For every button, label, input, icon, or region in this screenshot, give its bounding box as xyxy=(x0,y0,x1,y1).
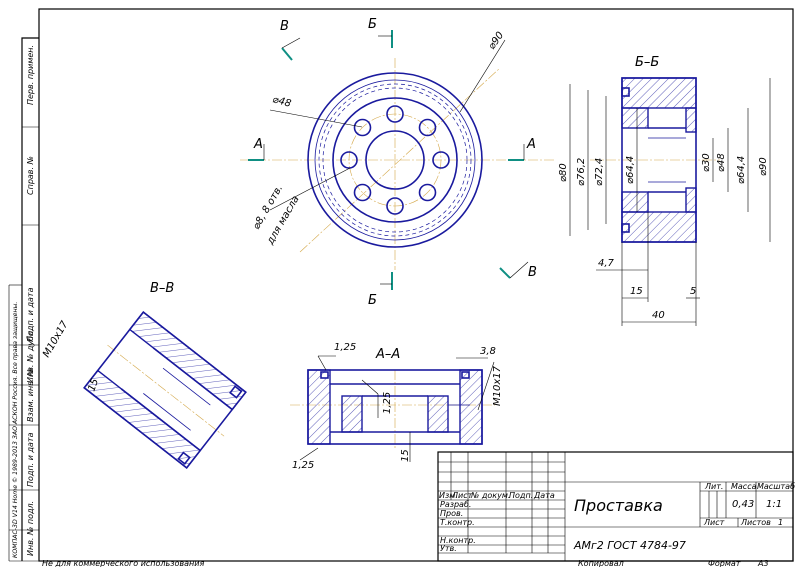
section-aa xyxy=(290,355,495,462)
cut-marks xyxy=(248,30,529,290)
tb-material: АМг2 ГОСТ 4784-97 xyxy=(573,539,686,552)
inv-dubl-label: Инв. № дубл. xyxy=(26,328,35,383)
bb-d90-label: ⌀90 xyxy=(758,157,769,176)
tb-row-nkontr: Н.контр. xyxy=(440,536,476,545)
bb-4-7-label: 4,7 xyxy=(598,258,615,269)
section-aa-title: А–А xyxy=(375,347,400,362)
sprav-no-label: Справ. № xyxy=(26,156,35,195)
aa-125-bottom-label: 1,25 xyxy=(292,460,314,471)
inv-podl-label: Инв. № подл. xyxy=(26,501,35,556)
tb-title: Проставка xyxy=(574,496,663,515)
front-view xyxy=(240,39,555,270)
front-d48-label: ⌀48 xyxy=(271,94,292,109)
bb-d76-label: ⌀76,2 xyxy=(576,158,587,186)
footer-noncommercial: Не для коммерческого использования xyxy=(42,559,204,567)
aa-125-top-label: 1,25 xyxy=(334,342,356,353)
bb-15-label: 15 xyxy=(630,286,643,297)
tb-lit-header: Лит. xyxy=(704,482,723,491)
tb-col-izm: Изм. xyxy=(439,491,458,500)
section-vv xyxy=(83,311,247,469)
tb-row-utv: Утв. xyxy=(440,544,457,553)
bb-d80-label: ⌀80 xyxy=(558,163,569,182)
vzam-inv-label: Взам. инв. № xyxy=(26,368,35,422)
tb-scale: 1:1 xyxy=(766,499,782,510)
aa-125-mid-label: 1,25 xyxy=(382,392,393,414)
tb-col-data: Дата xyxy=(533,491,555,500)
bb-d64-right-label: ⌀64,4 xyxy=(736,156,747,184)
front-d90-label: ⌀90 xyxy=(486,30,506,52)
tb-col-list: Лист xyxy=(451,491,473,500)
tb-sheets-label: Листов xyxy=(740,518,771,527)
tb-row-razrab: Разраб. xyxy=(440,500,471,509)
footer-kopiroval: Копировал xyxy=(578,559,624,567)
perv-primen-label: Перв. примен. xyxy=(26,45,35,105)
tb-col-podp: Подп. xyxy=(509,491,533,500)
vv-15-label: 15 xyxy=(86,377,101,393)
tb-mass: 0,43 xyxy=(732,499,754,510)
section-vv-title: В–В xyxy=(150,281,174,296)
aa-38-label: 3,8 xyxy=(480,346,496,357)
aa-15-label: 15 xyxy=(400,449,411,462)
section-bb xyxy=(569,77,771,326)
footer-format-label: Формат xyxy=(708,559,741,567)
podp-data-2-label: Подп. и дата xyxy=(26,432,35,487)
cut-mark-v-bottom: В xyxy=(528,265,537,280)
tb-sheet-label: Лист xyxy=(703,518,725,527)
tb-scale-header: Масштаб xyxy=(757,482,795,491)
vv-thread-label: M10x17 xyxy=(41,319,71,360)
tb-mass-header: Масса xyxy=(731,482,757,491)
section-bb-title: Б–Б xyxy=(635,55,659,70)
bb-40-label: 40 xyxy=(652,310,665,321)
tb-sheets-count: 1 xyxy=(778,518,783,527)
aa-thread-label: M10x17 xyxy=(492,365,503,406)
bb-d30-label: ⌀30 xyxy=(701,153,712,172)
tb-row-prov: Пров. xyxy=(440,509,463,518)
tb-row-tkontr: Т.контр. xyxy=(440,518,475,527)
bb-d64-left-label: ⌀64,4 xyxy=(625,156,636,184)
cut-mark-a-left: А xyxy=(253,137,263,152)
copyright-text: КОМПАС-3D V14 Home © 1989-2013 ЗАО АСКОН… xyxy=(11,302,19,558)
bb-5-label: 5 xyxy=(690,286,696,297)
cut-mark-v-top: В xyxy=(280,19,289,34)
left-strip: Перв. примен. Справ. № Подп. и дата Инв.… xyxy=(11,45,35,558)
sheet-frame xyxy=(8,8,794,562)
cut-mark-b-bottom: Б xyxy=(368,293,377,308)
footer-format-value: А3 xyxy=(757,559,769,567)
title-block xyxy=(437,451,794,562)
cut-mark-b-top: Б xyxy=(368,17,377,32)
bb-d48-label: ⌀48 xyxy=(716,153,727,172)
cut-mark-a-right: А xyxy=(526,137,536,152)
podp-data-1-label: Подп. и дата xyxy=(26,287,35,342)
bb-d72-label: ⌀72,4 xyxy=(594,158,605,186)
tb-col-doc: № докум. xyxy=(470,491,510,500)
